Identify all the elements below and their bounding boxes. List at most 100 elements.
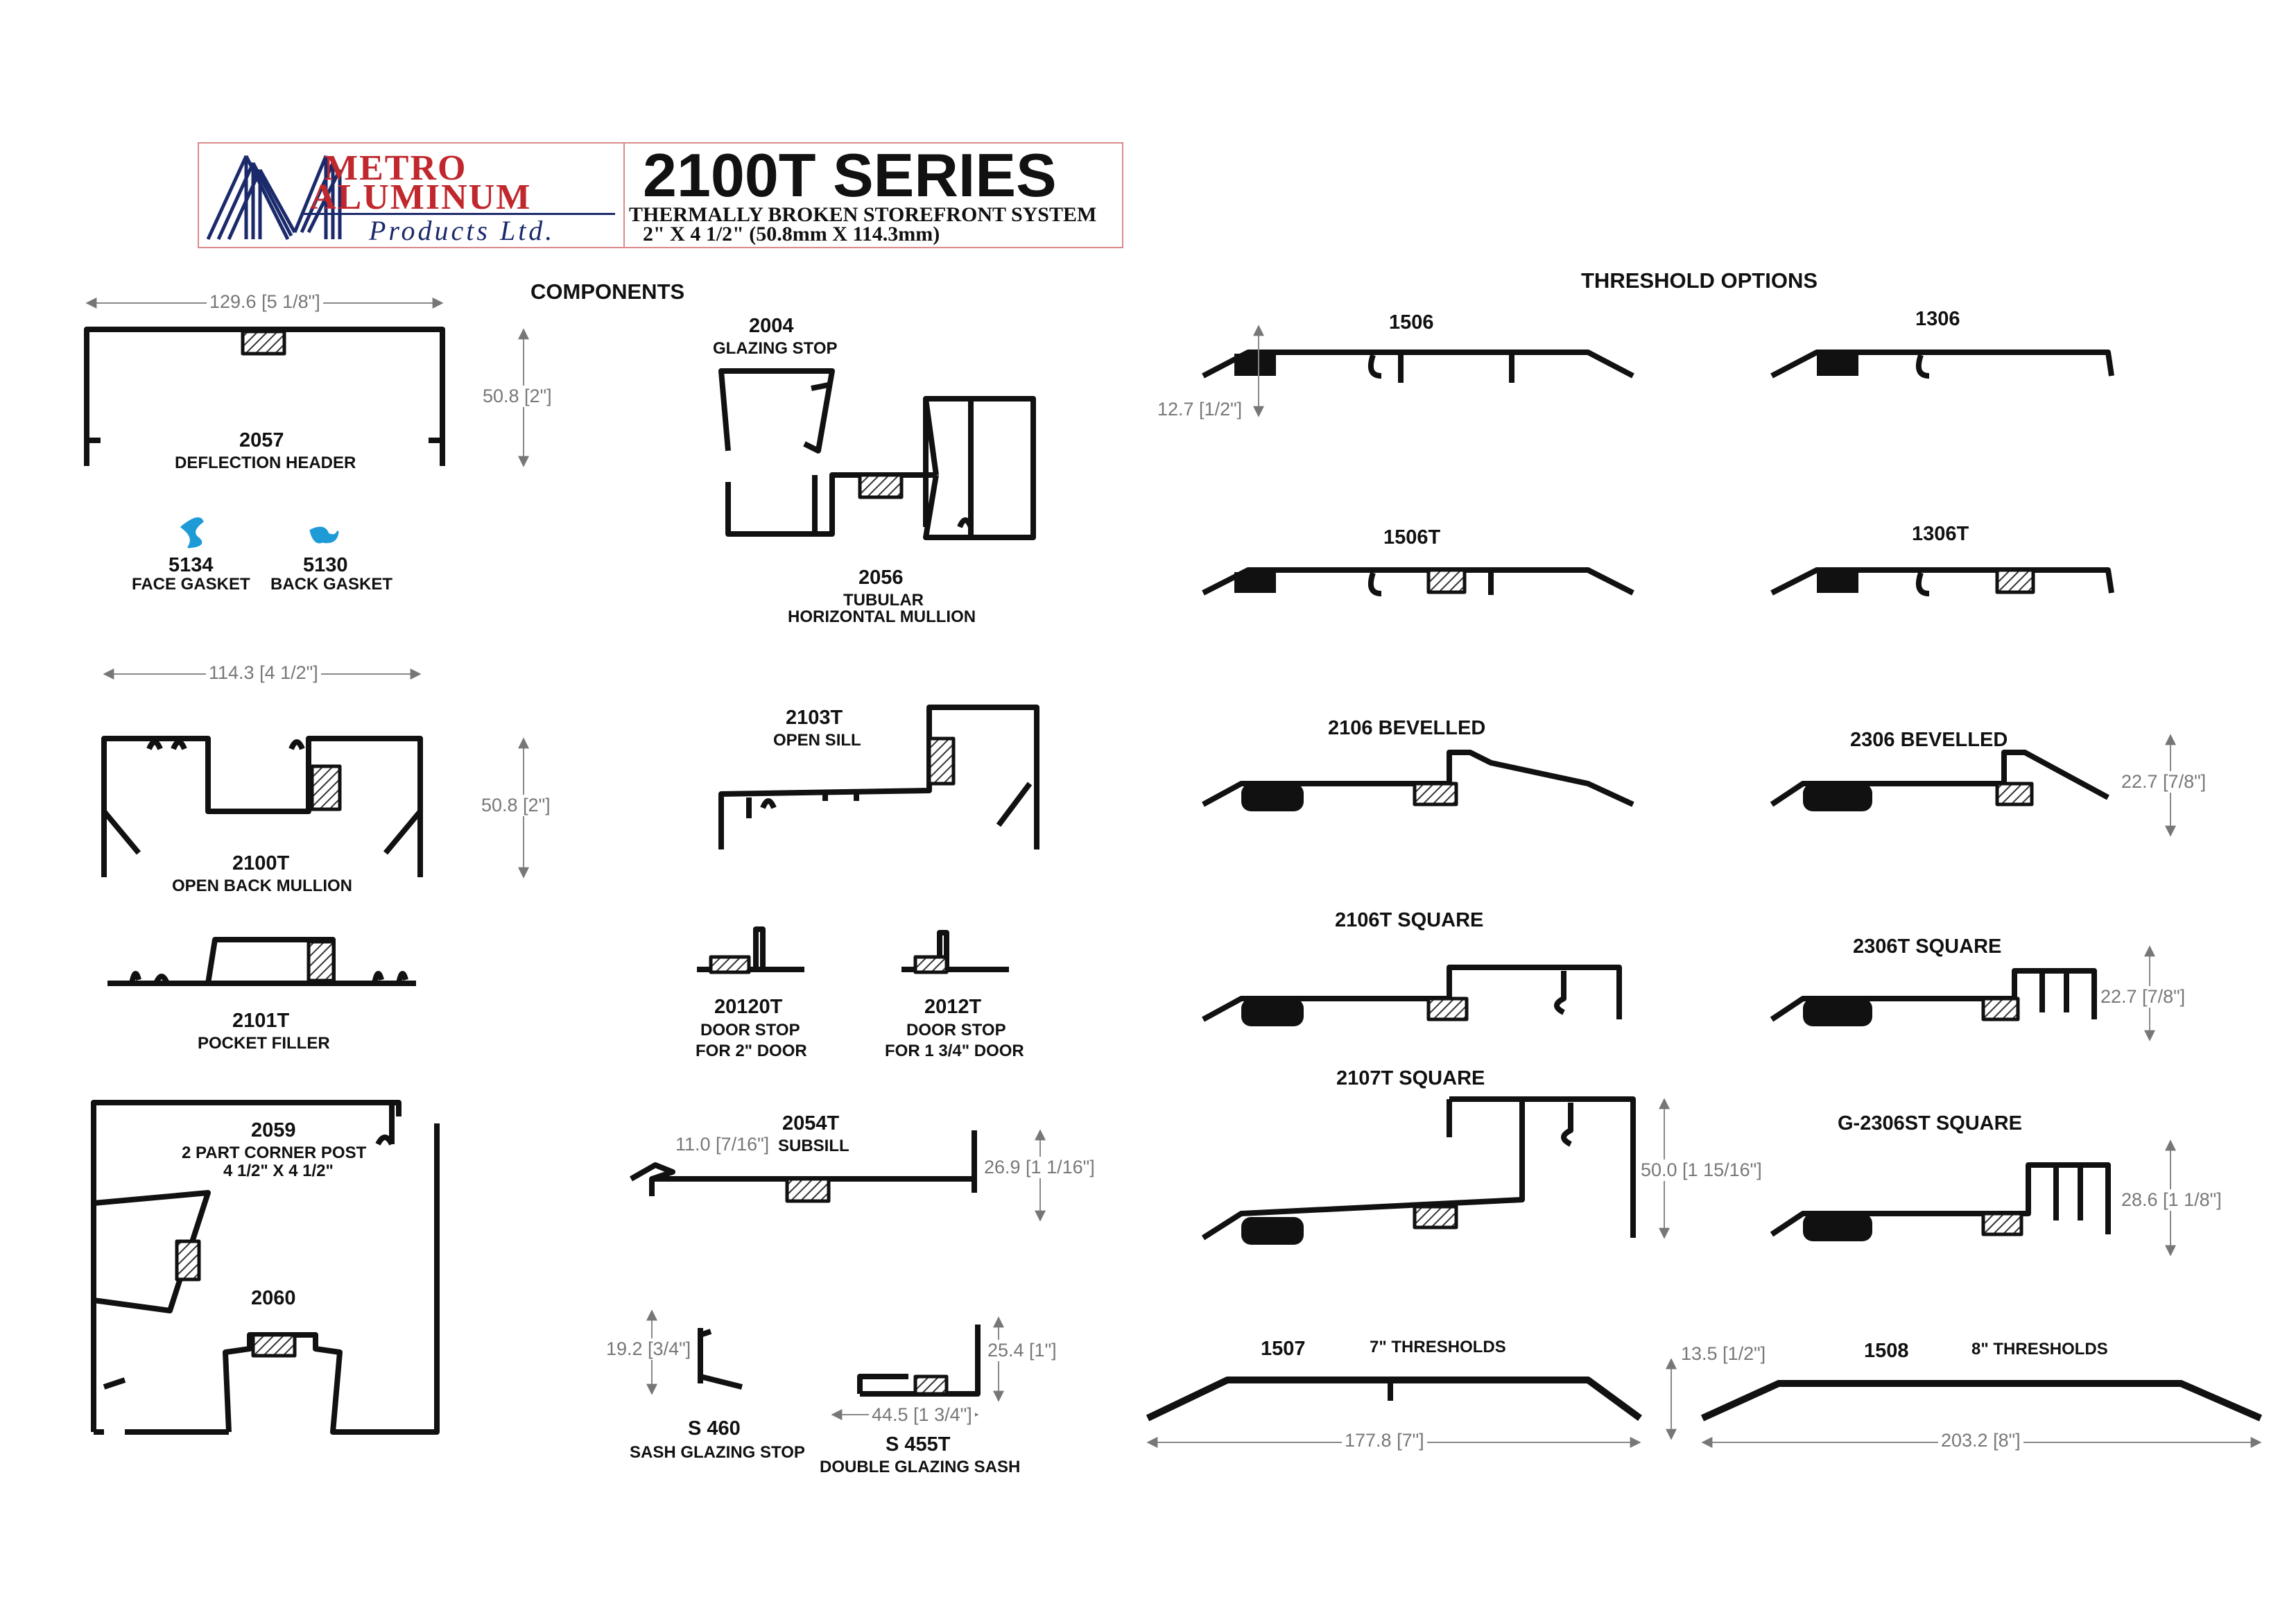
title-divider [623,144,625,247]
label-2059-size: 4 1/2" X 4 1/2" [223,1162,334,1180]
dim-s455-width: 44.5 [1 3/4"] [869,1404,975,1426]
label-2107TS: 2107T SQUARE [1336,1067,1485,1089]
label-1306: 1306 [1915,308,1960,330]
label-2059-name: 2 PART CORNER POST [182,1144,367,1162]
label-5134-name: FACE GASKET [132,575,250,594]
dim-1507-width: 177.8 [7"] [1342,1430,1427,1451]
dim-g2306-height: 28.6 [1 1/8"] [2118,1189,2225,1211]
label-S460-name: SASH GLAZING STOP [630,1443,805,1462]
brand-line1: METRO [324,148,467,188]
label-2060-code: 2060 [251,1287,296,1309]
label-2056-name2: HORIZONTAL MULLION [788,607,976,626]
profile-2100T [101,736,423,877]
dim-2107-height: 50.0 [1 15/16"] [1638,1159,1765,1181]
label-20120T-name: DOOR STOP [700,1021,800,1039]
profile-1306T [1770,567,2114,596]
label-2100T-code: 2100T [232,852,290,874]
gasket-5134-icon [180,517,204,549]
dim-1506-height: 12.7 [1/2"] [1155,399,1245,420]
dim-2306b-height: 22.7 [7/8"] [2118,771,2209,793]
label-S455T-name: DOUBLE GLAZING SASH [820,1458,1021,1476]
profile-S455T [857,1325,981,1397]
dim-2057-height: 50.8 [2"] [480,386,555,407]
profile-2057 [84,327,445,466]
label-2004-code: 2004 [749,315,794,337]
label-2103T-name: OPEN SILL [773,731,861,750]
label-1508-note: 8" THRESHOLDS [1971,1340,2108,1358]
profile-2103T [718,705,1039,849]
label-2106TS: 2106T SQUARE [1335,909,1484,931]
profile-1506 [1202,350,1634,383]
label-2306B: 2306 BEVELLED [1850,729,2008,751]
label-1506T: 1506T [1383,526,1441,549]
label-2101T-name: POCKET FILLER [198,1034,330,1053]
brand-line3: Products Ltd. [369,215,555,246]
label-5130-code: 5130 [303,554,348,576]
gasket-5130-icon [309,526,339,544]
label-G2306ST: G-2306ST SQUARE [1838,1112,2022,1134]
label-2106B: 2106 BEVELLED [1328,717,1486,739]
components-heading: COMPONENTS [530,279,685,304]
label-2059-code: 2059 [251,1119,296,1141]
label-20120T-code: 20120T [714,996,783,1018]
profile-1508 [1700,1380,2262,1422]
label-2056-code: 2056 [858,567,904,589]
dim-s455-height: 25.4 [1"] [985,1340,1060,1361]
label-20120T-name2: FOR 2" DOOR [696,1042,807,1060]
profile-S460 [698,1328,743,1390]
profile-2107TS [1201,1096,1636,1245]
label-1508: 1508 [1864,1340,1909,1362]
label-S460-code: S 460 [688,1417,741,1440]
dim-2306t-height: 22.7 [7/8"] [2098,986,2189,1008]
dim-2100-width: 114.3 [4 1/2"] [206,662,321,684]
label-S455T-code: S 455T [886,1433,951,1456]
label-2103T-code: 2103T [786,707,843,729]
profile-2059 [91,1100,440,1435]
dim-1508-width: 203.2 [8"] [1938,1430,2023,1451]
label-2054T-name: SUBSILL [778,1137,849,1155]
label-2100T-name: OPEN BACK MULLION [172,877,352,895]
profile-G2306ST [1770,1162,2111,1241]
dim-2100-height: 50.8 [2"] [478,795,553,816]
title-block: METRO ALUMINUM Products Ltd. 2100T SERIE… [198,142,1123,248]
profile-2306TS [1770,968,2097,1026]
profile-2101T [107,937,416,986]
profile-1506T [1202,567,1634,596]
label-2057-name: DEFLECTION HEADER [175,454,356,472]
dim-2054-height: 26.9 [1 1/16"] [981,1157,1098,1178]
label-2012T-code: 2012T [924,996,982,1018]
label-2012T-name: DOOR STOP [906,1021,1006,1039]
label-1506: 1506 [1389,311,1434,334]
label-2101T-code: 2101T [232,1010,290,1032]
label-2306TS: 2306T SQUARE [1853,935,2002,958]
label-2057-code: 2057 [239,429,284,451]
label-5134-code: 5134 [169,554,214,576]
label-2004-name: GLAZING STOP [713,339,838,358]
profile-2306B [1770,750,2109,811]
profile-1306 [1770,350,2114,379]
profile-2056 [725,396,1036,540]
dim-s460-height: 19.2 [3/4"] [603,1338,694,1360]
label-5130-name: BACK GASKET [270,575,393,594]
profile-2106B [1202,750,1634,811]
label-2054T-code: 2054T [782,1112,840,1134]
dim-2054-width: 11.0 [7/16"] [673,1134,772,1155]
dim-1507-height: 13.5 [1/2"] [1678,1343,1769,1365]
thresholds-heading: THRESHOLD OPTIONS [1581,268,1818,293]
brand-line2: ALUMINUM [310,178,532,217]
label-1507-note: 7" THRESHOLDS [1370,1338,1506,1356]
brand-rule [303,213,615,215]
profile-2054T [630,1130,977,1203]
series-subtitle: THERMALLY BROKEN STOREFRONT SYSTEM [629,203,1097,226]
label-1507: 1507 [1261,1338,1306,1360]
series-title: 2100T SERIES [643,141,1057,209]
series-size: 2" X 4 1/2" (50.8mm X 114.3mm) [643,223,940,245]
profile-2106TS [1202,965,1622,1026]
profile-2012T [901,930,1009,974]
profile-2004 [718,368,835,454]
dim-2057-width: 129.6 [5 1/8"] [207,291,323,313]
label-1306T: 1306T [1912,523,1969,545]
profile-1507 [1146,1377,1642,1422]
label-2056-name: TUBULAR [843,591,924,610]
